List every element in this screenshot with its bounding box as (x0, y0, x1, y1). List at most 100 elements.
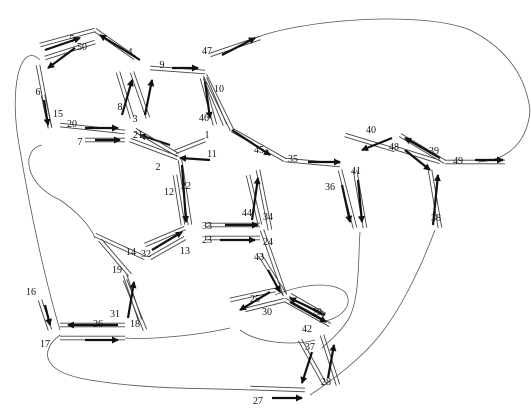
edge-32-rail-1 (144, 225, 185, 244)
edge-16 (37, 299, 53, 331)
edge-label-7: 7 (78, 137, 83, 148)
edge-31 (122, 274, 143, 321)
edge-27-rail-1 (250, 385, 306, 389)
curve-left-outer (14, 55, 61, 331)
edge-label-8: 8 (118, 102, 123, 113)
edge-label-3: 3 (133, 114, 138, 125)
edge-21 (133, 128, 180, 157)
edge-47-arrow (221, 37, 256, 56)
edge-label-47: 47 (202, 46, 212, 57)
edge-48 (394, 145, 441, 171)
edge-label-12: 12 (164, 187, 174, 198)
edge-41 (352, 169, 368, 229)
edge-4-rail-1 (95, 28, 137, 57)
edge-36-rail-1 (341, 169, 358, 228)
edge-45 (230, 128, 287, 162)
edge-29-rail-1 (290, 293, 327, 314)
edge-31-arrow (126, 281, 137, 319)
edge-label-44: 44 (242, 208, 252, 219)
edge-label-9: 9 (160, 60, 165, 71)
edge-20-rail-2 (59, 126, 125, 135)
edge-13-rail-1 (148, 236, 185, 257)
edge-32-arrow (151, 231, 183, 251)
edge-label-29: 29 (312, 307, 322, 318)
edge-label-40: 40 (366, 125, 376, 136)
curve-mid-bottom (239, 329, 316, 344)
edge-label-37: 37 (305, 342, 315, 353)
edge-16-arrow (43, 304, 52, 326)
curve-top-outer (254, 18, 531, 163)
edge-label-34: 34 (263, 212, 273, 223)
edge-label-11: 11 (207, 149, 217, 160)
edge-35-rail-2 (284, 161, 340, 168)
edge-14-rail-2 (94, 236, 145, 261)
edge-42 (283, 298, 332, 327)
edge-5 (39, 27, 96, 52)
edge-40-rail-1 (345, 132, 396, 149)
edge-label-10: 10 (214, 84, 224, 95)
edge-label-28: 28 (321, 377, 331, 388)
edge-42-rail-1 (285, 298, 332, 324)
edge-37 (298, 338, 327, 387)
edge-26 (60, 321, 125, 329)
edge-40-arrow (361, 136, 393, 152)
edge-44 (245, 174, 263, 226)
edge-label-18: 18 (130, 319, 140, 330)
edge-19-rail-1 (101, 238, 132, 275)
edge-8-arrow (120, 79, 134, 116)
edge-label-49: 49 (453, 156, 463, 167)
edge-label-4: 4 (128, 47, 133, 58)
edge-31-rail-1 (126, 274, 143, 320)
edge-36-arrow (340, 184, 353, 223)
edge-48-arrow (404, 149, 431, 171)
edge-label-25: 25 (250, 294, 260, 305)
edge-29 (288, 293, 327, 317)
edge-22-arrow (180, 164, 190, 223)
edge-10-rail-1 (206, 77, 228, 125)
edge-24-rail-2 (259, 230, 284, 296)
edge-17 (60, 335, 125, 344)
edge-35 (284, 157, 341, 168)
edge-25-rail-1 (229, 287, 275, 299)
edge-21-rail-2 (133, 131, 178, 157)
edge-45-arrow (231, 129, 271, 156)
edge-3-arrow (143, 79, 155, 116)
edge-label-14: 14 (126, 247, 136, 258)
edge-40 (344, 132, 396, 153)
edge-37-arrow (300, 351, 314, 384)
edge-label-15: 15 (53, 109, 63, 120)
edge-5-rail-1 (39, 27, 95, 44)
edge-4-arrow (99, 34, 141, 61)
edge-3 (129, 71, 155, 119)
edge-38-rail-2 (427, 170, 439, 229)
edge-label-6: 6 (36, 87, 41, 98)
edge-label-36: 36 (325, 182, 335, 193)
edge-2-rail-2 (129, 141, 178, 161)
edge-48-rail-2 (394, 149, 440, 165)
edge-37-rail-1 (301, 338, 327, 385)
edge-27 (249, 385, 306, 402)
edge-39-arrow (404, 137, 441, 159)
edge-30-rail-1 (244, 297, 285, 309)
edge-5-arrow (44, 36, 81, 52)
edge-15-rail-1 (44, 94, 53, 128)
curve-right-lower (309, 229, 436, 396)
edge-28 (319, 334, 341, 386)
edge-8-rail-2 (115, 72, 131, 119)
edge-label-31: 31 (110, 309, 120, 320)
edge-15-arrow (42, 99, 51, 126)
edge-50 (44, 39, 96, 69)
edge-label-21: 21 (133, 130, 143, 141)
edge-43-arrow (267, 269, 281, 293)
edge-3-rail-2 (129, 72, 147, 119)
edge-label-50: 50 (77, 42, 87, 53)
edge-24-rail-1 (263, 229, 288, 295)
edge-11-arrow (179, 154, 211, 162)
edge-49 (445, 156, 505, 165)
edge-25-arrow (239, 291, 271, 311)
edge-40-rail-2 (344, 136, 395, 153)
curve-bottom-mid (124, 327, 231, 339)
edge-label-30: 30 (262, 307, 272, 318)
edge-9 (149, 64, 206, 75)
edge-label-20: 20 (67, 119, 77, 130)
